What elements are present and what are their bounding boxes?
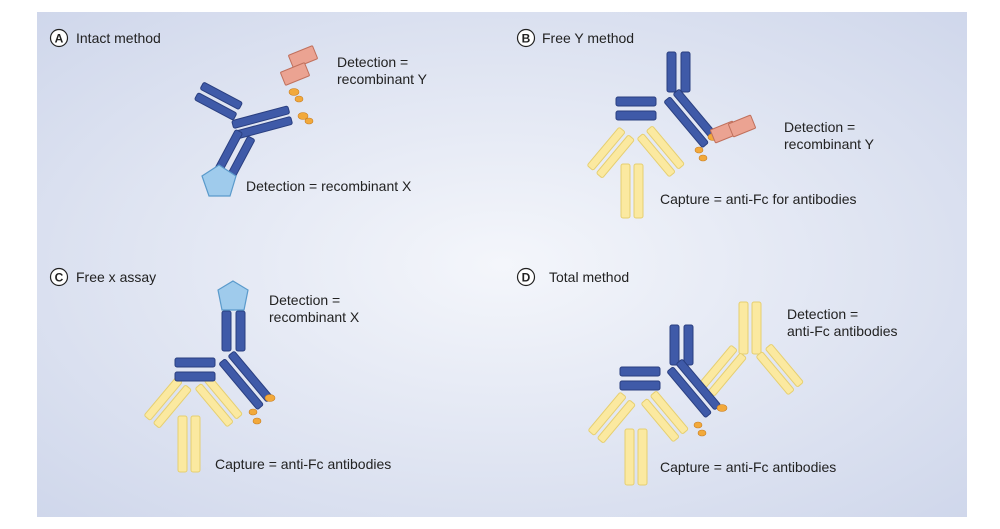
panel-c-title: Free x assay [76, 269, 156, 285]
panel-a-letter: A [55, 32, 64, 46]
panel-c-header: C Free x assay [49, 267, 156, 287]
panel-c-recombinant-x [217, 280, 249, 311]
panel-a: A Intact method [49, 28, 428, 197]
panel-d-capture-label: Capture = anti-Fc antibodies [660, 459, 836, 475]
panel-c-antibody [174, 310, 273, 410]
panel-a-detection-x-label: Detection = recombinant X [246, 178, 412, 194]
panel-c: C Free x assay [49, 267, 391, 473]
panel-b-detection-label-line1: Detection = [784, 119, 855, 135]
panel-c-letter: C [55, 271, 64, 285]
panel-d-header: D Total method [516, 267, 629, 287]
panel-d-linkers [693, 404, 728, 437]
panel-c-detection-label-line1: Detection = [269, 292, 340, 308]
panel-a-recombinant-y [280, 45, 318, 86]
panel-b: B Free Y method [516, 28, 875, 219]
panel-b-title: Free Y method [542, 30, 634, 46]
panel-d-title: Total method [549, 269, 629, 285]
panel-b-capture-antibody [587, 126, 685, 219]
panel-c-linkers [248, 394, 276, 425]
panel-b-letter-circle [516, 28, 536, 48]
panel-b-capture-label: Capture = anti-Fc for antibodies [660, 191, 857, 207]
panel-d-capture-antibody [588, 391, 689, 486]
panel-d-detection-antibody [699, 301, 804, 396]
panel-a-title: Intact method [76, 30, 161, 46]
figure-background [37, 12, 967, 517]
panel-c-letter-circle [49, 267, 69, 287]
panel-a-letter-circle [49, 28, 69, 48]
panel-a-antibody [194, 82, 293, 179]
panel-d-letter: D [522, 271, 531, 285]
panel-b-antibody [615, 51, 718, 148]
panel-a-linkers [288, 88, 314, 125]
panel-b-letter: B [522, 32, 531, 46]
panel-a-detection-y-label-line2: recombinant Y [337, 71, 428, 87]
panel-b-recombinant-y [710, 114, 756, 144]
panel-b-header: B Free Y method [516, 28, 634, 48]
panel-d-letter-circle [516, 267, 536, 287]
panel-a-header: A Intact method [49, 28, 161, 48]
panel-b-detection-label-line2: recombinant Y [784, 136, 875, 152]
panel-c-capture-antibody [144, 376, 243, 473]
panel-d-detection-label-line2: anti-Fc antibodies [787, 323, 898, 339]
panel-a-detection-y-label-line1: Detection = [337, 54, 408, 70]
panel-d: D Total method [516, 267, 898, 486]
panel-a-recombinant-x [201, 164, 237, 197]
panel-d-detection-label-line1: Detection = [787, 306, 858, 322]
panel-c-detection-label-line2: recombinant X [269, 309, 360, 325]
panel-c-capture-label: Capture = anti-Fc antibodies [215, 456, 391, 472]
